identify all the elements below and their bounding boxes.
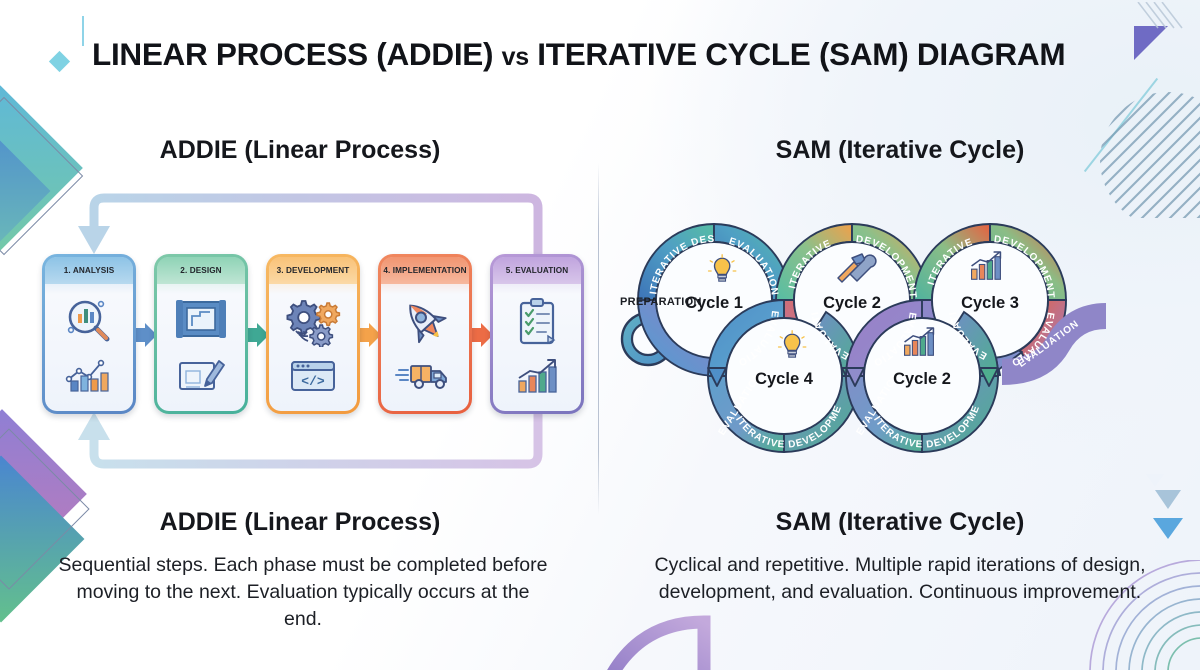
growth-chart-icon bbox=[518, 358, 557, 393]
sam-cycle-ring-4-bottom[interactable] bbox=[707, 299, 861, 453]
sam-preparation-label: PREPARATION bbox=[620, 296, 702, 308]
addie-connector-4 bbox=[468, 322, 494, 348]
sam-caption-title: SAM (Iterative Cycle) bbox=[775, 508, 1025, 536]
addie-step-label: 5. EVALUATION bbox=[493, 257, 581, 284]
addie-step-label: 1. ANALYSIS bbox=[45, 257, 133, 284]
sam-diagram: PREPARATION bbox=[612, 176, 1192, 496]
cycle-label: Cycle 2 bbox=[893, 370, 951, 388]
growth-chart-icon bbox=[971, 251, 1002, 280]
page-title-part2: ITERATIVE CYCLE (SAM) DIAGRAM bbox=[528, 36, 1066, 72]
hammer-wrench-icon bbox=[837, 253, 877, 283]
sam-section-heading: SAM (Iterative Cycle) bbox=[775, 136, 1025, 164]
sam-cycle-ring-5-bottom[interactable] bbox=[845, 299, 999, 453]
addie-loop-arrow-top bbox=[78, 193, 543, 261]
addie-connector-2 bbox=[244, 322, 270, 348]
magnifier-chart-icon bbox=[67, 301, 110, 342]
deco-small-diamond-icon bbox=[48, 50, 71, 73]
sketch-pencil-icon bbox=[179, 360, 225, 391]
addie-caption-title: ADDIE (Linear Process) bbox=[159, 508, 441, 536]
page-title-part1: LINEAR PROCESS (ADDIE) bbox=[92, 36, 502, 72]
addie-connector-1 bbox=[132, 322, 158, 348]
section-divider bbox=[598, 163, 600, 515]
sam-cycle-3-center: Cycle 3 bbox=[961, 251, 1019, 312]
cycle-label: Cycle 4 bbox=[755, 370, 814, 388]
sam-cycle-4-center: Cycle 4 bbox=[755, 330, 814, 388]
addie-step-card-analysis[interactable]: 1. ANALYSIS bbox=[42, 254, 136, 414]
addie-step-label: 4. IMPLEMENTATION bbox=[381, 257, 469, 284]
growth-chart-icon bbox=[904, 327, 935, 356]
addie-step-label: 3. DEVELOPMENT bbox=[269, 257, 357, 284]
clipboard-checklist-icon bbox=[519, 298, 556, 345]
addie-step-card-design[interactable]: 2. DESIGN bbox=[154, 254, 248, 414]
page-title: LINEAR PROCESS (ADDIE) vs ITERATIVE CYCL… bbox=[92, 36, 1066, 73]
addie-section-heading: ADDIE (Linear Process) bbox=[159, 136, 441, 164]
sam-tail-connector bbox=[1001, 303, 1107, 385]
sam-cycle-2-top-center: Cycle 2 bbox=[823, 253, 881, 312]
code-window-icon: </> bbox=[291, 361, 335, 391]
bar-chart-line-icon bbox=[65, 359, 109, 392]
sam-cycle-5-center: Cycle 2 bbox=[893, 327, 951, 388]
cycle-label: Cycle 2 bbox=[823, 294, 881, 312]
lightbulb-icon bbox=[777, 330, 807, 358]
sam-caption-body: Cyclical and repetitive. Multiple rapid … bbox=[654, 554, 1146, 603]
rocket-icon bbox=[409, 304, 447, 344]
blueprint-icon bbox=[176, 299, 226, 338]
page-title-vs: vs bbox=[501, 43, 530, 71]
lightbulb-icon bbox=[707, 254, 737, 282]
addie-step-label: 2. DESIGN bbox=[157, 257, 245, 284]
addie-diagram: 1. ANALYSIS bbox=[42, 186, 584, 486]
addie-loop-arrow-bottom bbox=[78, 405, 543, 469]
addie-step-card-evaluation[interactable]: 5. EVALUATION bbox=[490, 254, 584, 414]
addie-caption-body: Sequential steps. Each phase must be com… bbox=[58, 554, 548, 630]
delivery-truck-icon bbox=[395, 365, 447, 389]
sam-cycle-1-center: Cycle 1 bbox=[685, 254, 743, 312]
svg-text:</>: </> bbox=[301, 374, 325, 389]
deco-triangle-purple-top-right bbox=[1134, 26, 1168, 60]
deco-arc-purple-bottom-center bbox=[607, 615, 711, 670]
addie-step-card-development[interactable]: 3. DEVELOPMENT bbox=[266, 254, 360, 414]
addie-connector-3 bbox=[356, 322, 382, 348]
sam-cycle-ring-3[interactable] bbox=[913, 223, 1067, 377]
deco-tick-line bbox=[82, 16, 84, 46]
gears-icon bbox=[286, 300, 341, 347]
cycle-label: Cycle 1 bbox=[685, 294, 743, 312]
cycle-label: Cycle 3 bbox=[961, 294, 1019, 312]
deco-arcs-top-right bbox=[1137, 2, 1183, 29]
addie-step-card-implementation[interactable]: 4. IMPLEMENTATION bbox=[378, 254, 472, 414]
